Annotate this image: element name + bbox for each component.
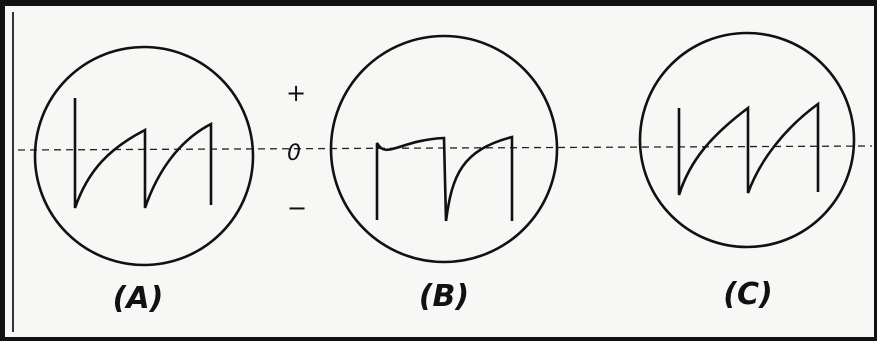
- panel-label-b: (B): [419, 279, 469, 314]
- waveform-a: [73, 98, 213, 209]
- panel-label-a: (A): [113, 281, 164, 316]
- scope-screen-c: [638, 31, 856, 249]
- panel-label-c: (C): [723, 277, 772, 312]
- scope-screen-b: [329, 34, 559, 264]
- zero-polarity-label: 0: [287, 141, 301, 166]
- panel-c: [638, 31, 856, 249]
- waveform-c: [677, 101, 820, 196]
- zero-reference-line: [17, 145, 873, 151]
- scope-screen-a: [33, 45, 255, 267]
- negative-polarity-label: −: [287, 194, 307, 222]
- panel-a: [33, 45, 255, 267]
- inner-left-rule: [12, 12, 14, 332]
- panel-b: [329, 34, 559, 264]
- waveform-b: [375, 135, 514, 222]
- positive-polarity-label: +: [286, 79, 306, 107]
